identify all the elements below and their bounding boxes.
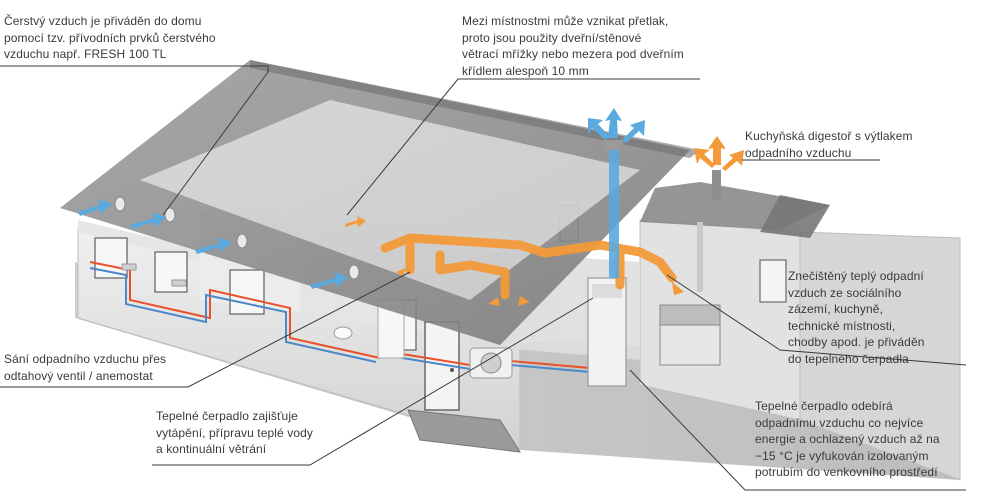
annotation-kitchen-hood: Kuchyňská digestoř s výtlakem odpadního … [745, 128, 913, 161]
leader-heat-pump-extraction [629, 369, 966, 491]
annotation-heat-pump-function: Tepelné čerpadlo zajišťuje vytápění, pří… [156, 408, 313, 458]
warm-air-arrow-5 [672, 282, 684, 295]
exhaust-duct-branch-3 [635, 247, 677, 283]
toilet-icon [333, 326, 353, 340]
annotation-heat-pump-extraction: Tepelné čerpadlo odebírá odpadnímu vzduc… [755, 398, 940, 481]
warm-air-arrows [345, 216, 684, 306]
heat-pump-panel [592, 284, 622, 298]
warm-air-arrow-2 [396, 268, 406, 276]
end-wall [799, 231, 961, 481]
leader-lines [0, 65, 967, 491]
leader-overpressure [346, 78, 700, 216]
roof-ridge-shade [250, 60, 700, 158]
window-3 [229, 269, 265, 315]
fresh-air-arrow-1 [78, 199, 112, 216]
annotation-polluted-air: Znečištěný teplý odpadní vzduch ze sociá… [788, 268, 925, 367]
roof-arrow-up [605, 108, 622, 138]
leader-heat-pump-function [152, 297, 594, 466]
annotation-line: a kontinuální větrání [156, 442, 267, 456]
roof-outlet-cap [605, 140, 623, 150]
annotation-line: vytápění, přípravu teplé vody [156, 425, 313, 440]
annotation-line: odtahový ventil / anemostat [4, 368, 153, 383]
warm-air-arrow-3 [488, 297, 500, 306]
annotation-line: vzduch ze sociálního [788, 285, 902, 300]
annotation-line: odpadního vzduchu [745, 145, 852, 160]
annotation-line: Kuchyňská digestoř s výtlakem [745, 129, 913, 143]
hood-arrow-right [722, 150, 744, 171]
radiators [121, 263, 187, 287]
annotation-line: křídlem alespoň 10 mm [462, 63, 589, 78]
annotation-overpressure: Mezi místnostmi může vznikat přetlak, pr… [462, 13, 684, 79]
annotation-line: zázemí, kuchyně, [788, 302, 883, 316]
leader-fresh-air [0, 65, 269, 216]
annotation-line: Čerstvý vzduch je přiváděn do domu [4, 14, 202, 28]
annotation-line: Tepelné čerpadlo odebírá [755, 399, 893, 413]
annotation-line: chodby apod. je přiváděn [788, 335, 925, 349]
annotation-line: odpadnímu vzduchu co nejvíce [755, 415, 924, 430]
fresh-air-arrow-2 [130, 212, 166, 229]
annotation-line: vzduchu např. FRESH 100 TL [4, 47, 167, 61]
fresh-air-arrows [78, 199, 348, 289]
annex-window [759, 259, 787, 303]
annotation-line: potrubím do venkovního prostředí [755, 465, 938, 479]
annotation-line: pomocí tzv. přívodních prvků čerstvého [4, 30, 216, 45]
hood-arrow-up [708, 136, 726, 165]
roof-outlet-duct [609, 148, 619, 278]
leader-polluted-air [666, 274, 967, 366]
warm-air-arrow-4 [518, 296, 530, 306]
kitchen-units [659, 304, 721, 366]
hood-arrow-left [694, 148, 715, 168]
end-roof [760, 195, 830, 238]
hood-duct [697, 222, 703, 292]
warm-air-arrow-1 [345, 216, 366, 227]
annotation-line: −15 °C je vyfukován izolovaným [755, 448, 929, 463]
fan-icon [480, 352, 502, 374]
roof-exhaust-arrows [588, 108, 645, 143]
exhaust-ducts [380, 233, 677, 300]
fresh-air-arrow-4 [310, 272, 348, 289]
roof-cutaway [140, 100, 640, 300]
annotation-line: Mezi místnostmi může vznikat přetlak, [462, 14, 669, 28]
annotation-line: energie a ochlazený vzduch až na [755, 432, 940, 446]
annotation-line: Znečištěný teplý odpadní [788, 269, 924, 283]
door-knob-icon [450, 368, 454, 372]
annotation-fresh-air-supply: Čerstvý vzduch je přiváděn do domu pomoc… [4, 13, 216, 63]
door-step [407, 409, 521, 453]
hood-exhaust-arrows [694, 136, 744, 171]
annotation-line: Sání odpadního vzduchu přes [4, 352, 167, 366]
exhaust-duct-branch-2 [435, 250, 510, 300]
fresh-air-arrow-3 [195, 237, 232, 254]
annotation-line: technické místnosti, [788, 318, 896, 333]
annotation-line: proto jsou použity dveřní/stěnové [462, 30, 642, 45]
hood-chimney [712, 170, 721, 200]
annotation-line: Tepelné čerpadlo zajišťuje [156, 409, 298, 423]
annotation-line: větrací mřížky nebo mezera pod dveřním [462, 47, 684, 61]
inlet-valves [114, 196, 360, 280]
roof-arrow-left [588, 118, 610, 140]
annotation-exhaust-intake: Sání odpadního vzduchu přes odtahový ven… [4, 351, 166, 384]
annotation-line: do tepelného čerpadla [788, 351, 909, 366]
roof-arrow-right [622, 120, 645, 143]
leader-exhaust-intake [0, 271, 411, 388]
